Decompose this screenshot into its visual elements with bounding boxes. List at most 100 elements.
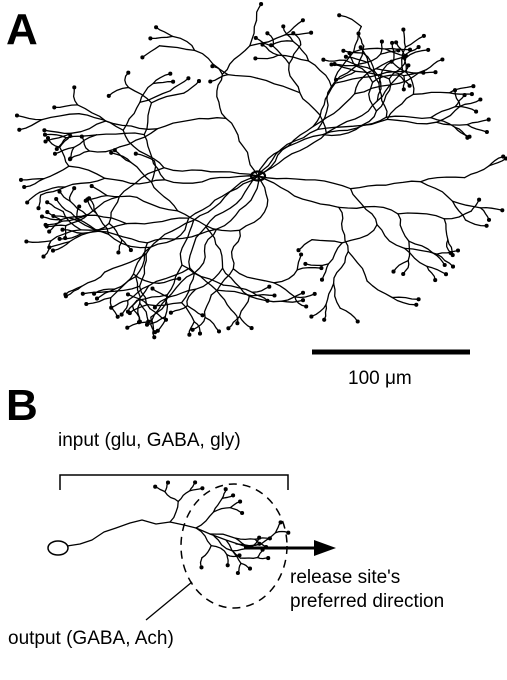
dendrite-segment [402,46,420,58]
varicosity [47,229,52,234]
dendrite-segment [150,92,185,104]
dendrite-segment [238,315,253,329]
dendrite-segment [325,100,378,134]
dendrite-segment [405,49,429,59]
output-label: output (GABA, Ach) [8,628,174,649]
dendrite-segment [176,210,241,232]
dendrite-segment [454,126,471,138]
dendrite-segment [169,500,179,523]
dendrite-segment [195,511,215,529]
dendrite-segment [357,53,382,65]
dendrite-segment [43,165,70,180]
varicosity [153,484,158,489]
dendrite-segment [192,175,259,222]
varicosity [433,278,438,283]
varicosity [235,321,240,326]
dendrite-segment [85,297,112,305]
dendrite-segment [317,86,333,131]
dendrite-segment [225,117,259,177]
dendrite-segment [136,294,168,302]
varicosity [63,236,68,241]
dendrite-segment [436,253,454,268]
dendrite-segment [108,222,123,241]
dendrite-segment [339,307,359,323]
dendrite-segment [211,65,229,76]
output-pointer-line [145,581,193,621]
dendrite-segment [104,253,147,273]
dendrite-segment [426,265,447,275]
dendrite-segment [189,267,225,286]
panel-a-label: A [6,5,38,54]
dendrite-segment [288,63,301,94]
release-site-label: release site's preferred direction [290,567,445,612]
soma-b [47,540,69,556]
varicosity [486,217,492,222]
dendrite-segment [251,291,269,302]
dendrite-segment [222,284,253,293]
dendrite-segment [235,542,263,547]
varicosity [77,204,82,209]
dendrite-segment [110,152,132,163]
varicosity [137,319,142,324]
dendrite-segment [59,146,70,167]
dendrite-segment [127,285,150,302]
dendrite-segment [397,213,410,242]
dendrite-segment [60,213,89,221]
dendrite-segment [81,222,110,234]
varicosity [319,266,324,271]
varicosity [401,271,406,277]
varicosity [94,296,100,301]
dendrite-segment [335,70,357,81]
varicosity [407,83,412,88]
dendrite-segment [317,118,388,131]
varicosity [190,327,195,332]
varicosity [125,309,131,314]
dendrite-segment [135,242,149,278]
varicosity [25,200,30,205]
dendrite-segment [375,56,405,70]
varicosity [253,35,258,40]
varicosity [168,71,173,76]
dendrite-segment [188,226,207,269]
dendrite-segment [430,105,456,119]
dendrite-segment [152,73,171,85]
dendrite-segment [23,178,45,188]
dendrite-segment [227,73,258,79]
dendrite-segment [170,305,189,314]
varicosity [41,254,46,259]
varicosity [154,25,159,30]
varicosity [278,520,283,525]
dendrite-segment [204,316,220,333]
dendrite-segment [183,80,200,94]
dendrite-segment [448,92,473,95]
varicosity [109,305,114,310]
dendrite-segment [55,198,72,214]
dendrite-segment [375,68,405,77]
dendrite-segment [117,239,123,254]
varicosity [39,214,45,219]
dendrite-segment [39,186,66,193]
dendrite-segment [436,249,459,255]
dendrite-segment [330,63,360,88]
dendrite-segment [296,266,323,271]
panel-b-label: B [6,381,38,430]
dendrite-segment [255,37,274,47]
dendrite-segment [210,544,228,556]
dendrite-segment [18,118,43,131]
varicosity [249,326,254,331]
varicosity [152,335,157,340]
varicosity [57,236,62,241]
varicosity [259,2,264,7]
dendrite-segment [113,273,135,290]
dendrite-segment [201,544,212,559]
varicosity [309,314,314,319]
varicosity [63,292,68,297]
varicosity [406,63,411,68]
dendrite-segment [292,32,302,46]
dendrite-segment [435,105,461,123]
varicosity [281,24,286,29]
dendrite-segment [177,490,191,503]
dendrite-segment [193,228,218,274]
dendrite-segment [138,253,147,287]
varicosity [57,189,62,194]
